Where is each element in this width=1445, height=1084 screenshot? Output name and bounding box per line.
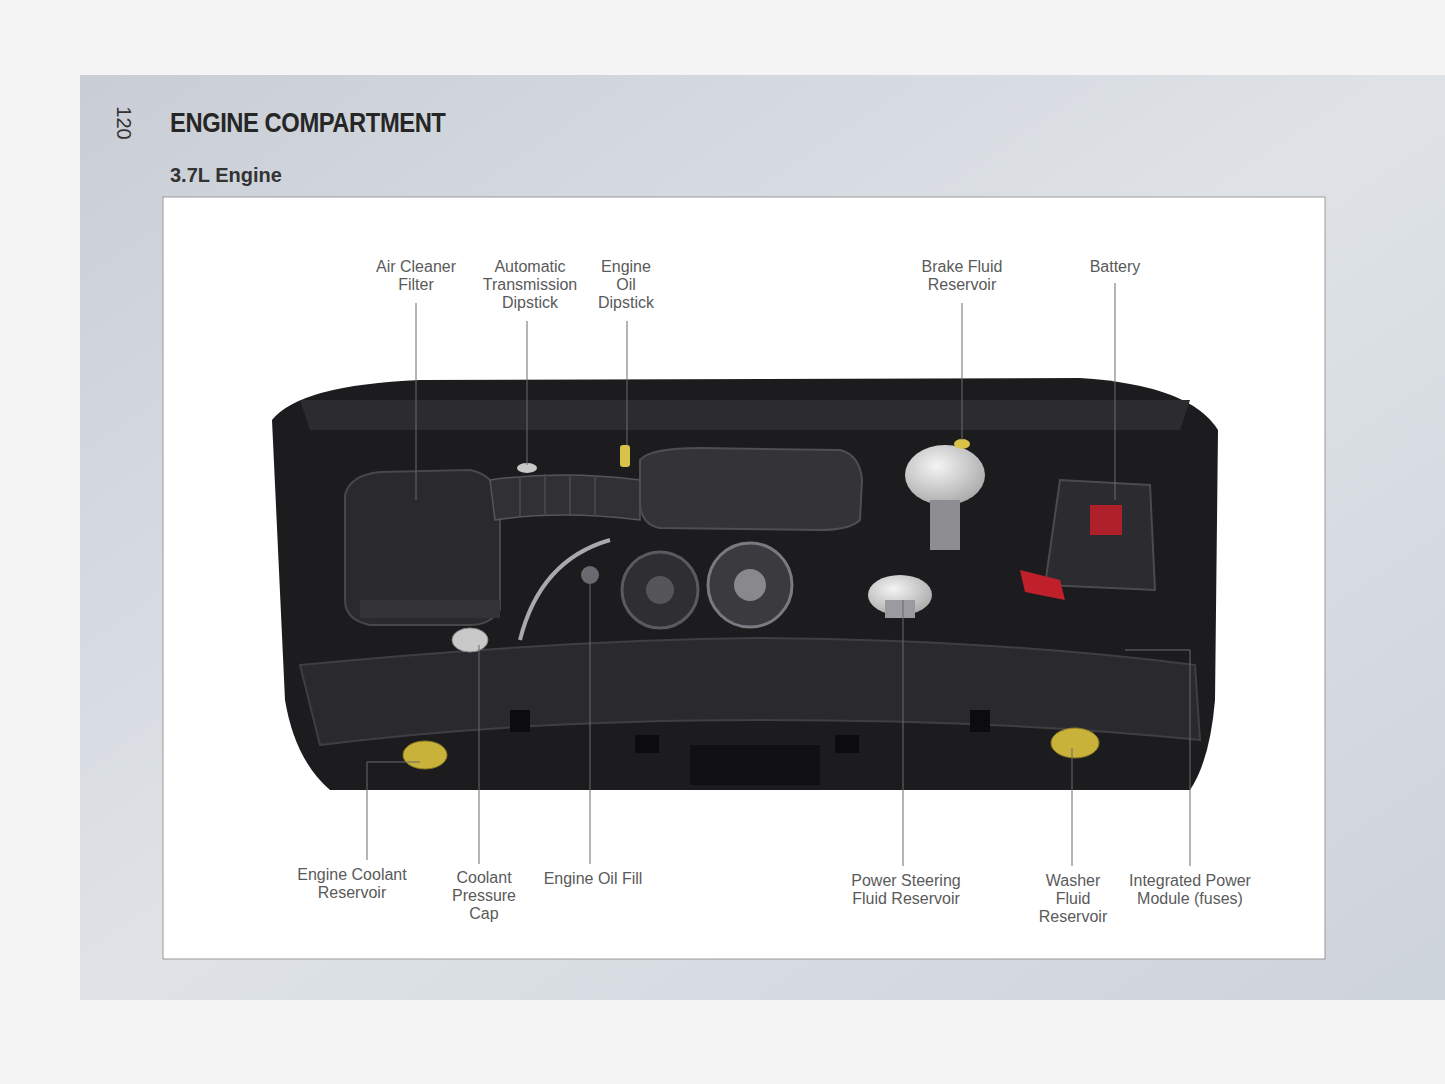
callout-label: Power Steering Fluid Reservoir [840, 872, 972, 908]
page-title: ENGINE COMPARTMENT [170, 108, 445, 139]
callout-label: Washer Fluid Reservoir [1032, 872, 1114, 926]
page-number: 120 [115, 103, 133, 143]
callout-label: Integrated Power Module (fuses) [1116, 872, 1264, 908]
callout-label: Engine Oil Dipstick [590, 258, 662, 312]
callout-label: Battery [1070, 258, 1160, 276]
callout-label: Automatic Transmission Dipstick [474, 258, 586, 312]
callout-label: Engine Coolant Reservoir [288, 866, 416, 902]
callout-label: Engine Oil Fill [518, 870, 668, 888]
subtitle: 3.7L Engine [170, 166, 330, 184]
callout-label: Air Cleaner Filter [364, 258, 469, 294]
callout-label: Brake Fluid Reservoir [912, 258, 1012, 294]
callout-label: Coolant Pressure Cap [446, 869, 522, 923]
